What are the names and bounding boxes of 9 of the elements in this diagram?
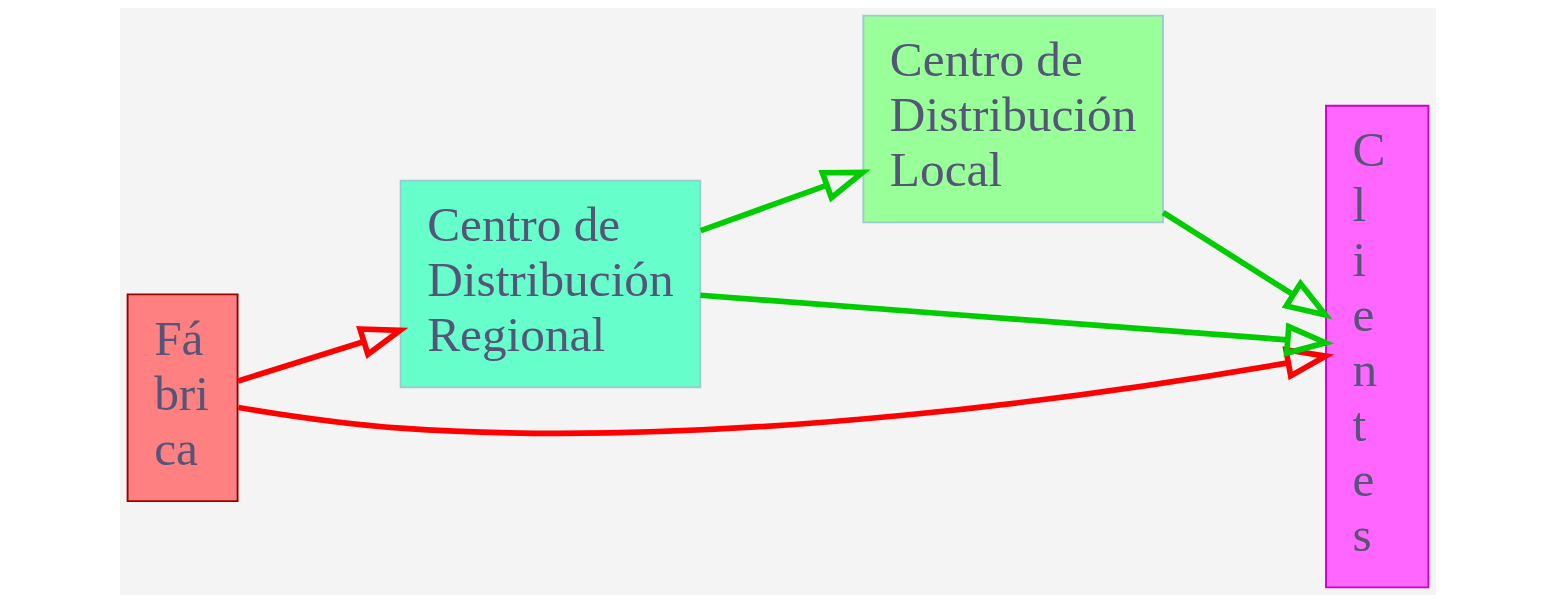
arrow bbox=[699, 169, 871, 234]
node-box: Centro de Distribución Regional bbox=[399, 179, 702, 389]
arrow bbox=[237, 326, 409, 384]
arrow bbox=[1161, 210, 1333, 320]
node-box: C l i e n t e s bbox=[1325, 104, 1430, 589]
node-box: Centro de Distribución Local bbox=[862, 14, 1164, 224]
arrow bbox=[700, 292, 1335, 357]
node-box: Fá bri ca bbox=[126, 293, 239, 503]
arrow bbox=[237, 346, 1335, 437]
